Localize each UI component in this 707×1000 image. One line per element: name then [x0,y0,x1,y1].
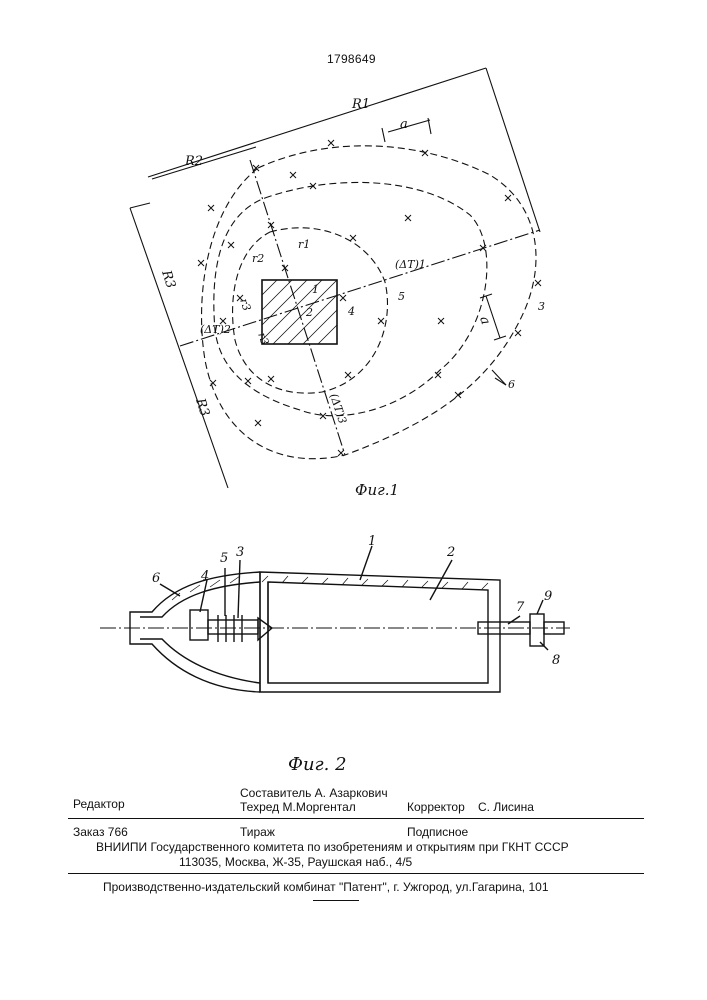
fig2-part-4 [190,610,208,640]
label-fig2-5: 5 [220,551,228,566]
org-line-2: 113035, Москва, Ж-35, Раушская наб., 4/5 [179,855,412,869]
label-r1-small: r1 [298,238,310,251]
label-r2-small: r2 [252,252,264,265]
divider-1 [68,818,644,819]
label-dt1: (ΔT)1 [395,258,426,271]
label-fig1-5: 5 [398,290,405,303]
label-a-right: a [476,315,493,327]
label-fig2-4: 4 [200,569,209,584]
label-fig2-3: 3 [236,545,244,560]
bottom-mark [313,900,359,901]
label-r3-a: r3 [237,297,253,313]
middle-contour [214,182,487,415]
figure-2-drawing [100,546,570,692]
label-fig2-6: 6 [152,571,160,586]
label-r3-bottom: R3 [192,396,212,419]
label-r3-top: R3 [158,268,178,291]
editor-label: Редактор [73,797,125,811]
label-fig2-7: 7 [516,600,525,615]
label-fig2-1: 1 [368,534,376,549]
label-fig2-9: 9 [544,589,552,604]
divider-2 [68,873,644,874]
label-a-top: a [400,117,408,132]
label-dt2: (ΔT)2 [200,323,231,336]
techred: Техред М.Моргентал [240,800,356,814]
r3-dimension-line [130,208,228,488]
label-fig2-8: 8 [552,653,560,668]
label-fig1-4: 4 [347,305,355,318]
r2-dimension-line [152,147,256,179]
fig2-part-8 [530,614,544,646]
fig1-caption: Фиг.1 [355,481,399,499]
compiler: Составитель А. Азаркович [240,786,388,800]
org-line-1: ВНИИПИ Государственного комитета по изоб… [96,840,569,854]
label-fig1-6: 6 [508,378,515,391]
label-dt3: (ΔT)3 [327,392,349,425]
order-number: Заказ 766 [73,825,128,839]
corrector-label: Корректор [407,800,465,814]
label-fig2-2: 2 [446,545,455,560]
subscription: Подписное [407,825,468,839]
label-fig1-3: 3 [538,300,545,313]
fig2-caption: Фиг. 2 [288,754,347,775]
label-r1: R1 [351,97,370,112]
label-r2: R2 [184,154,203,169]
label-fig1-1: 1 [312,283,319,296]
label-fig1-2: 2 [305,306,313,319]
circulation: Тираж [240,825,275,839]
publisher-line: Производственно-издательский комбинат "П… [103,880,549,894]
a-top-dimension [388,120,430,132]
corrector-name: С. Лисина [478,800,534,814]
